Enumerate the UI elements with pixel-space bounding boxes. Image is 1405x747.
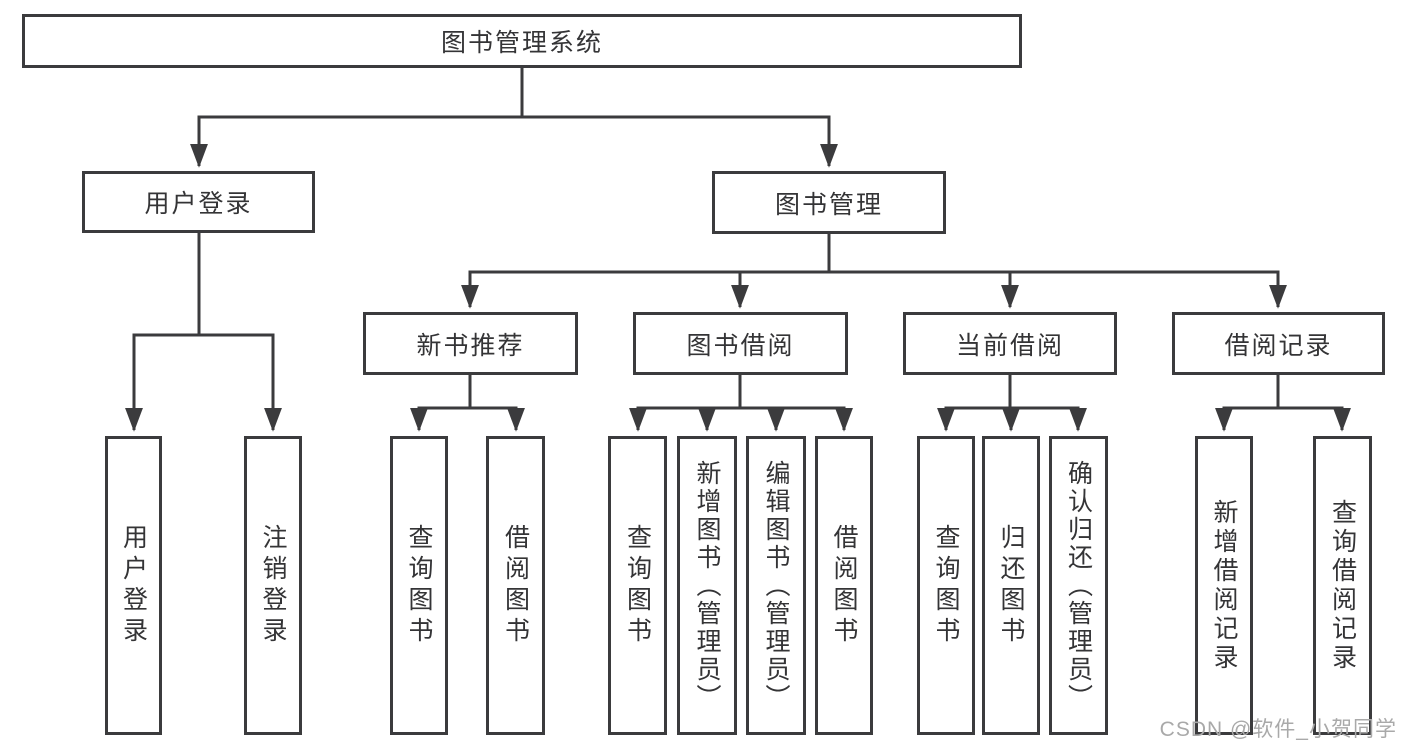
- csdn-watermark: CSDN @软件_小贺同学: [1159, 718, 1397, 741]
- leaf-confirm-return-admin: 确认归还（管理员）: [1049, 436, 1108, 735]
- node-user-login: 用户登录: [82, 171, 315, 233]
- leaf-add-books-admin: 新增图书（管理员）: [677, 436, 737, 735]
- leaf-borrow-query-books: 查询图书: [608, 436, 667, 735]
- leaf-recommend-query-books: 查询图书: [390, 436, 448, 735]
- node-book-borrow: 图书借阅: [633, 312, 848, 375]
- leaf-borrow-books: 借阅图书: [815, 436, 873, 735]
- node-root-system: 图书管理系统: [22, 14, 1022, 68]
- node-current-borrow: 当前借阅: [903, 312, 1117, 375]
- node-new-book-recommend: 新书推荐: [363, 312, 578, 375]
- leaf-return-books: 归还图书: [982, 436, 1040, 735]
- leaf-recommend-borrow-books: 借阅图书: [486, 436, 545, 735]
- node-borrow-records: 借阅记录: [1172, 312, 1385, 375]
- node-book-management: 图书管理: [712, 171, 946, 234]
- leaf-user-login: 用户登录: [105, 436, 162, 735]
- leaf-add-borrow-record: 新增借阅记录: [1195, 436, 1253, 735]
- leaf-current-query-books: 查询图书: [917, 436, 975, 735]
- leaf-query-borrow-record: 查询借阅记录: [1313, 436, 1372, 735]
- leaf-edit-books-admin: 编辑图书（管理员）: [746, 436, 806, 735]
- leaf-logout: 注销登录: [244, 436, 302, 735]
